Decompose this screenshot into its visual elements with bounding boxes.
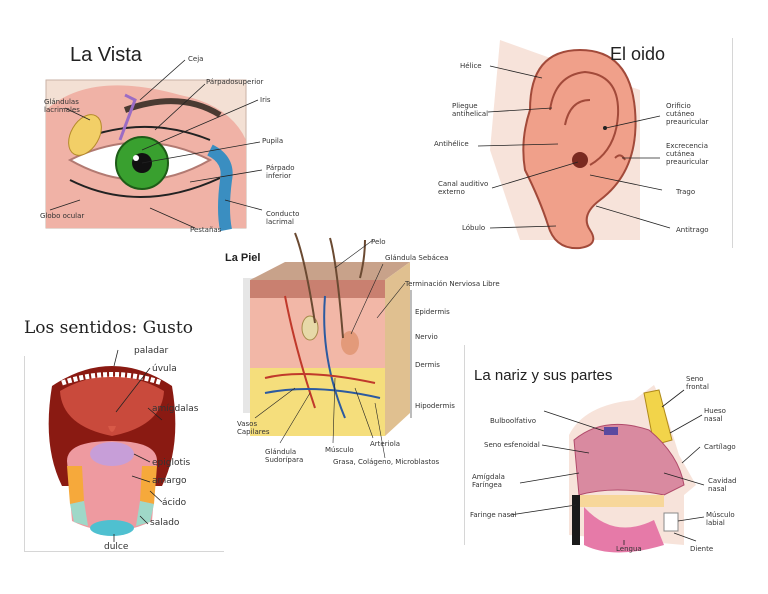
acido-label: ácido (162, 498, 187, 508)
musculo-labial-label: Músculo labial (706, 511, 735, 528)
piel-panel: La Piel Pelo Glándula Sebácea Terminació… (225, 228, 505, 470)
terminacion-label: Terminación Nerviosa Libre (405, 280, 500, 288)
amigdala-label: Amígdala Faríngea (472, 473, 505, 490)
musculo-label: Músculo (325, 446, 354, 454)
nariz-title: La nariz y sus partes (474, 367, 613, 384)
skin-illustration (243, 232, 412, 459)
glandula-sudoripara-label: Glándula Sudorípara (265, 448, 304, 465)
vista-panel: La Vista Ceja Párpadosuperior Iris Glánd… (30, 40, 330, 240)
pestanas-label: Pestañas (190, 226, 222, 234)
lengua-label: Lengua (616, 545, 642, 553)
hipodermis-label: Hipodermis (415, 402, 455, 410)
tongue-illustration (24, 349, 224, 552)
parpado-inferior-label: Párpado inferior (266, 164, 295, 181)
oido-border (732, 38, 733, 248)
iris-label: Iris (260, 96, 271, 104)
antitrago-label: Antitrago (676, 226, 709, 234)
gusto-panel: Los sentidos: Gusto paladar úvula amígda… (22, 316, 232, 556)
uvula-label: úvula (152, 364, 177, 374)
seno-esfenoidal-label: Seno esfenoidal (484, 441, 540, 449)
seno-frontal-label: Seno frontal (686, 375, 709, 392)
glandula-sebacea-label: Glándula Sebácea (385, 254, 449, 262)
conducto-label: Conducto lacrimal (266, 210, 300, 227)
dermis-label: Dermis (415, 361, 440, 369)
faringe-label: Faringe nasal (470, 511, 517, 519)
dulce-label: dulce (104, 542, 129, 552)
nariz-panel: La nariz y sus partes Seno frontal Bulbo… (464, 345, 754, 560)
pelo-label: Pelo (371, 238, 386, 246)
oido-title: El oido (610, 44, 666, 64)
hueso-nasal-label: Hueso nasal (704, 407, 726, 424)
trago-label: Trago (676, 188, 696, 196)
nose-illustration (509, 385, 705, 553)
nariz-border (464, 345, 465, 545)
glandulas-label: Glándulas lacrimales (44, 98, 80, 115)
salado-label: salado (150, 518, 180, 528)
pupila-label: Pupila (262, 137, 284, 145)
ear-illustration (477, 40, 671, 250)
diente-label: Diente (690, 545, 714, 553)
cartilago-label: Cartílago (704, 443, 736, 451)
pliegue-label: Pliegue antihelical (452, 102, 489, 119)
orificio-label: Orificio cutáneo preauricular (666, 102, 709, 127)
nervio-label: Nervio (415, 333, 438, 341)
arteriola-label: Arteriola (370, 440, 401, 448)
helice-label: Hélice (460, 62, 482, 70)
globo-ocular-label: Globo ocular (40, 212, 85, 220)
bulbo-label: Bulboolfativo (490, 417, 537, 425)
paladar-label: paladar (134, 346, 169, 356)
parpado-superior-label: Párpadosuperior (206, 78, 264, 86)
vista-title: La Vista (70, 44, 142, 66)
eye-illustration (45, 59, 263, 232)
epiglotis-label: epiglotis (152, 458, 191, 468)
piel-title: La Piel (225, 252, 261, 264)
excrecencia-label: Excrecencia cutánea preauricular (666, 142, 709, 167)
oido-panel: El oido Hélice Pliegue antihelical Antih… (430, 30, 740, 250)
lobulo-label: Lóbulo (462, 224, 486, 232)
vasos-label: Vasos Capilares (237, 420, 270, 437)
gusto-title: Los sentidos: Gusto (24, 318, 193, 338)
epidermis-label: Epidermis (415, 308, 450, 316)
amigdalas-label: amígdalas (152, 404, 199, 414)
amargo-label: amargo (152, 476, 187, 486)
ceja-label: Ceja (188, 55, 204, 63)
antihelice-label: Antihélice (434, 140, 469, 148)
canal-label: Canal auditivo externo (438, 180, 489, 197)
grasa-label: Grasa, Colágeno, Microblastos (333, 458, 440, 466)
cavidad-nasal-label: Cavidad nasal (708, 477, 737, 494)
